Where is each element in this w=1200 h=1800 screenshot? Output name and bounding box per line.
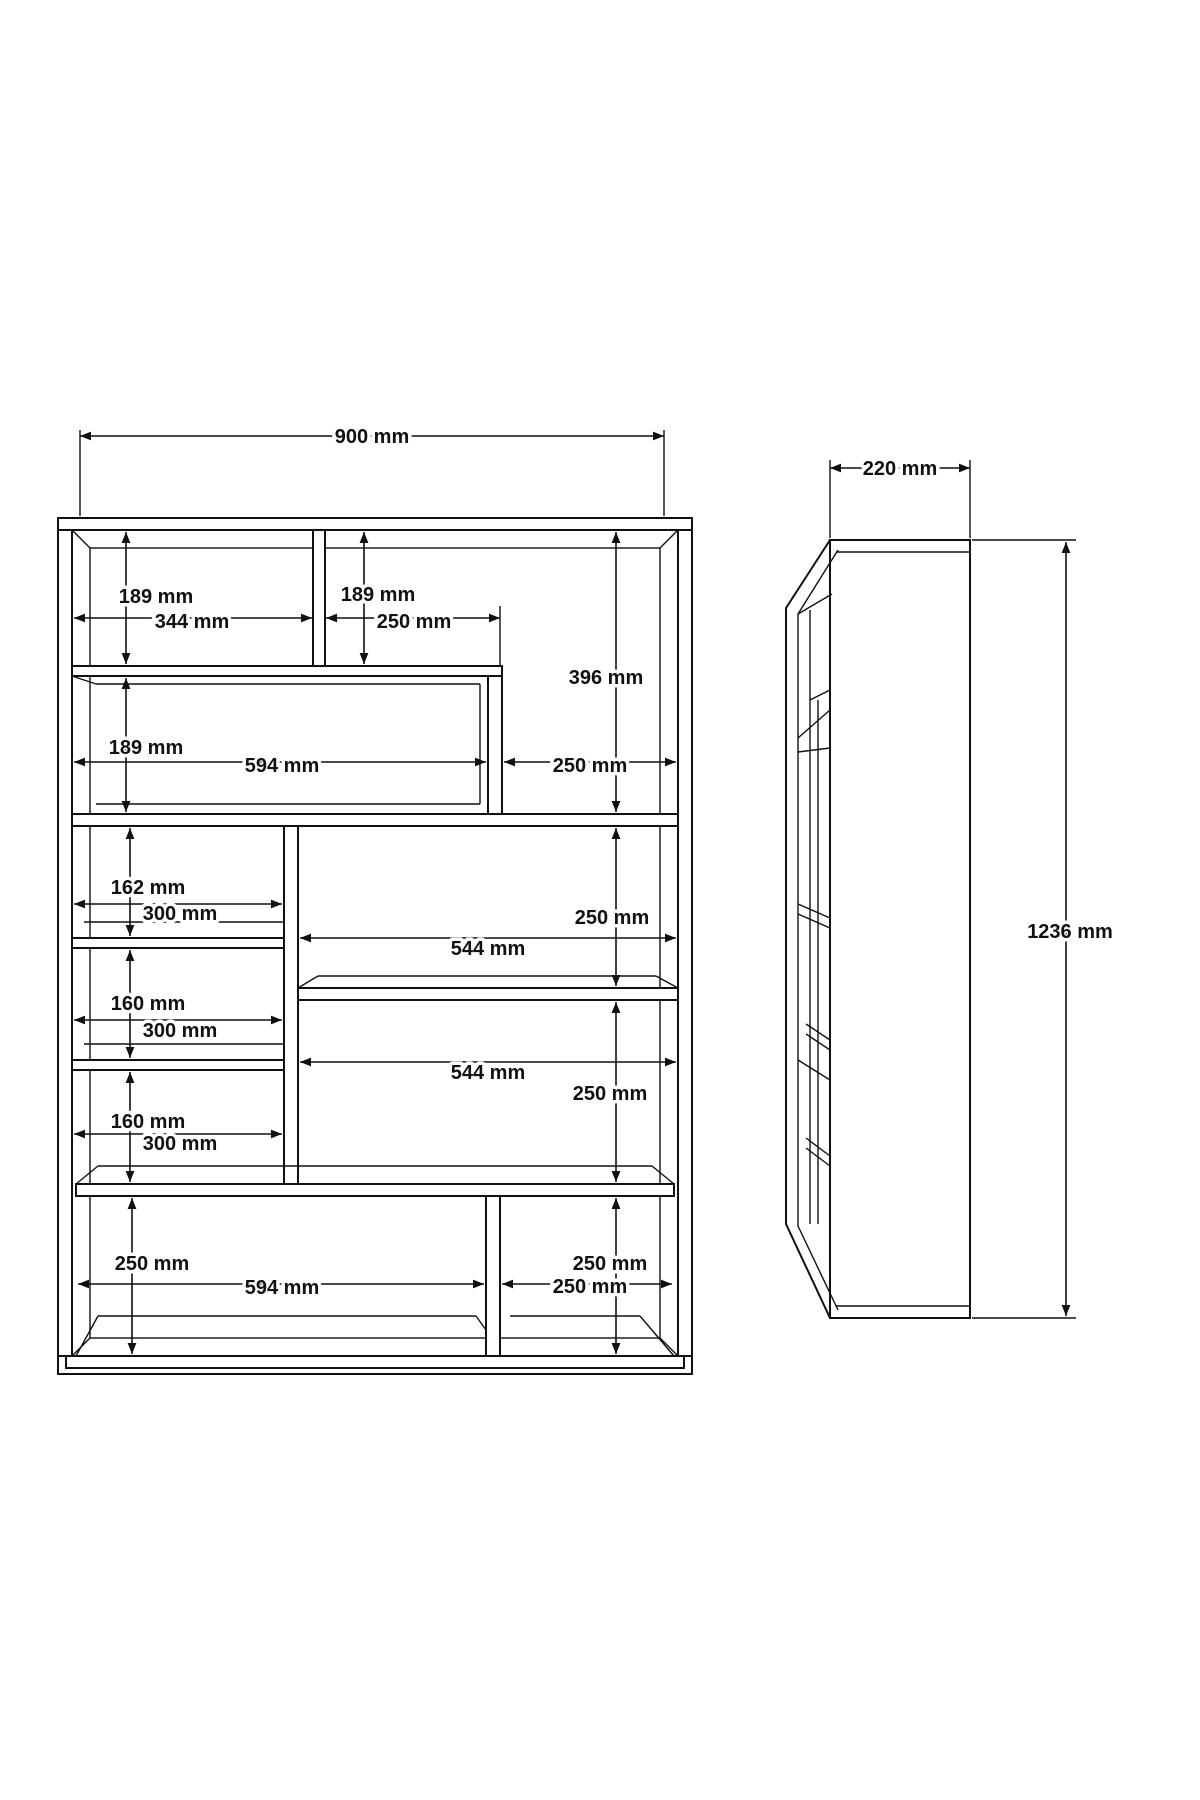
- bottom-right-width-label: 250 mm: [553, 1276, 628, 1298]
- bottom-left-width-label: 594 mm: [245, 1277, 320, 1299]
- overall-width-label: 900 mm: [335, 426, 410, 448]
- side-view: [785, 539, 971, 1319]
- bottom-board: [65, 1355, 685, 1369]
- top-board: [57, 517, 693, 531]
- row1-left-width-label: 344 mm: [155, 611, 230, 633]
- side-depth-label: 220 mm: [863, 458, 938, 480]
- bottom-divider: [485, 1195, 501, 1357]
- row2-left-height-label: 189 mm: [109, 737, 184, 759]
- dimension-lines: [74, 430, 1076, 1354]
- row1-middle-height-label: 189 mm: [341, 584, 416, 606]
- right-side-panel: [677, 529, 693, 1357]
- right-shelf-a: [297, 987, 679, 1001]
- dimension-labels: 900 mm 189 mm 344 mm 189 mm 250 mm 396 m…: [105, 423, 1116, 1303]
- shelf-1: [71, 813, 679, 827]
- row4-right-width-label: 544 mm: [451, 1062, 526, 1084]
- row1-middle-width-label: 250 mm: [377, 611, 452, 633]
- side-face: [829, 539, 971, 1319]
- row3-right-width-label: 544 mm: [451, 938, 526, 960]
- side-height-label: 1236 mm: [1027, 921, 1113, 943]
- row1-left-height-label: 189 mm: [119, 586, 194, 608]
- front-view: [57, 517, 693, 1375]
- row4-left-height-label: 160 mm: [111, 993, 186, 1015]
- row4-left-width-label: 300 mm: [143, 1020, 218, 1042]
- left-shelf-a: [71, 937, 285, 949]
- row5-left-width-label: 300 mm: [143, 1133, 218, 1155]
- row3-left-height-label: 162 mm: [111, 877, 186, 899]
- bottom-left-height-label: 250 mm: [115, 1253, 190, 1275]
- middle-divider: [283, 825, 299, 1185]
- shelf-2: [75, 1183, 675, 1197]
- row2-right-width-label: 250 mm: [553, 755, 628, 777]
- row1-divider: [312, 529, 326, 667]
- row5-left-height-label: 160 mm: [111, 1111, 186, 1133]
- row3-left-width-label: 300 mm: [143, 903, 218, 925]
- right-top-height-label: 396 mm: [569, 667, 644, 689]
- row3-right-height-label: 250 mm: [575, 907, 650, 929]
- row2-box-top: [71, 665, 503, 677]
- bottom-right-height-label: 250 mm: [573, 1253, 648, 1275]
- row2-box-right: [487, 675, 503, 815]
- row4-right-height-label: 250 mm: [573, 1083, 648, 1105]
- left-shelf-b: [71, 1059, 285, 1071]
- left-side-panel: [57, 529, 73, 1357]
- row2-left-width-label: 594 mm: [245, 755, 320, 777]
